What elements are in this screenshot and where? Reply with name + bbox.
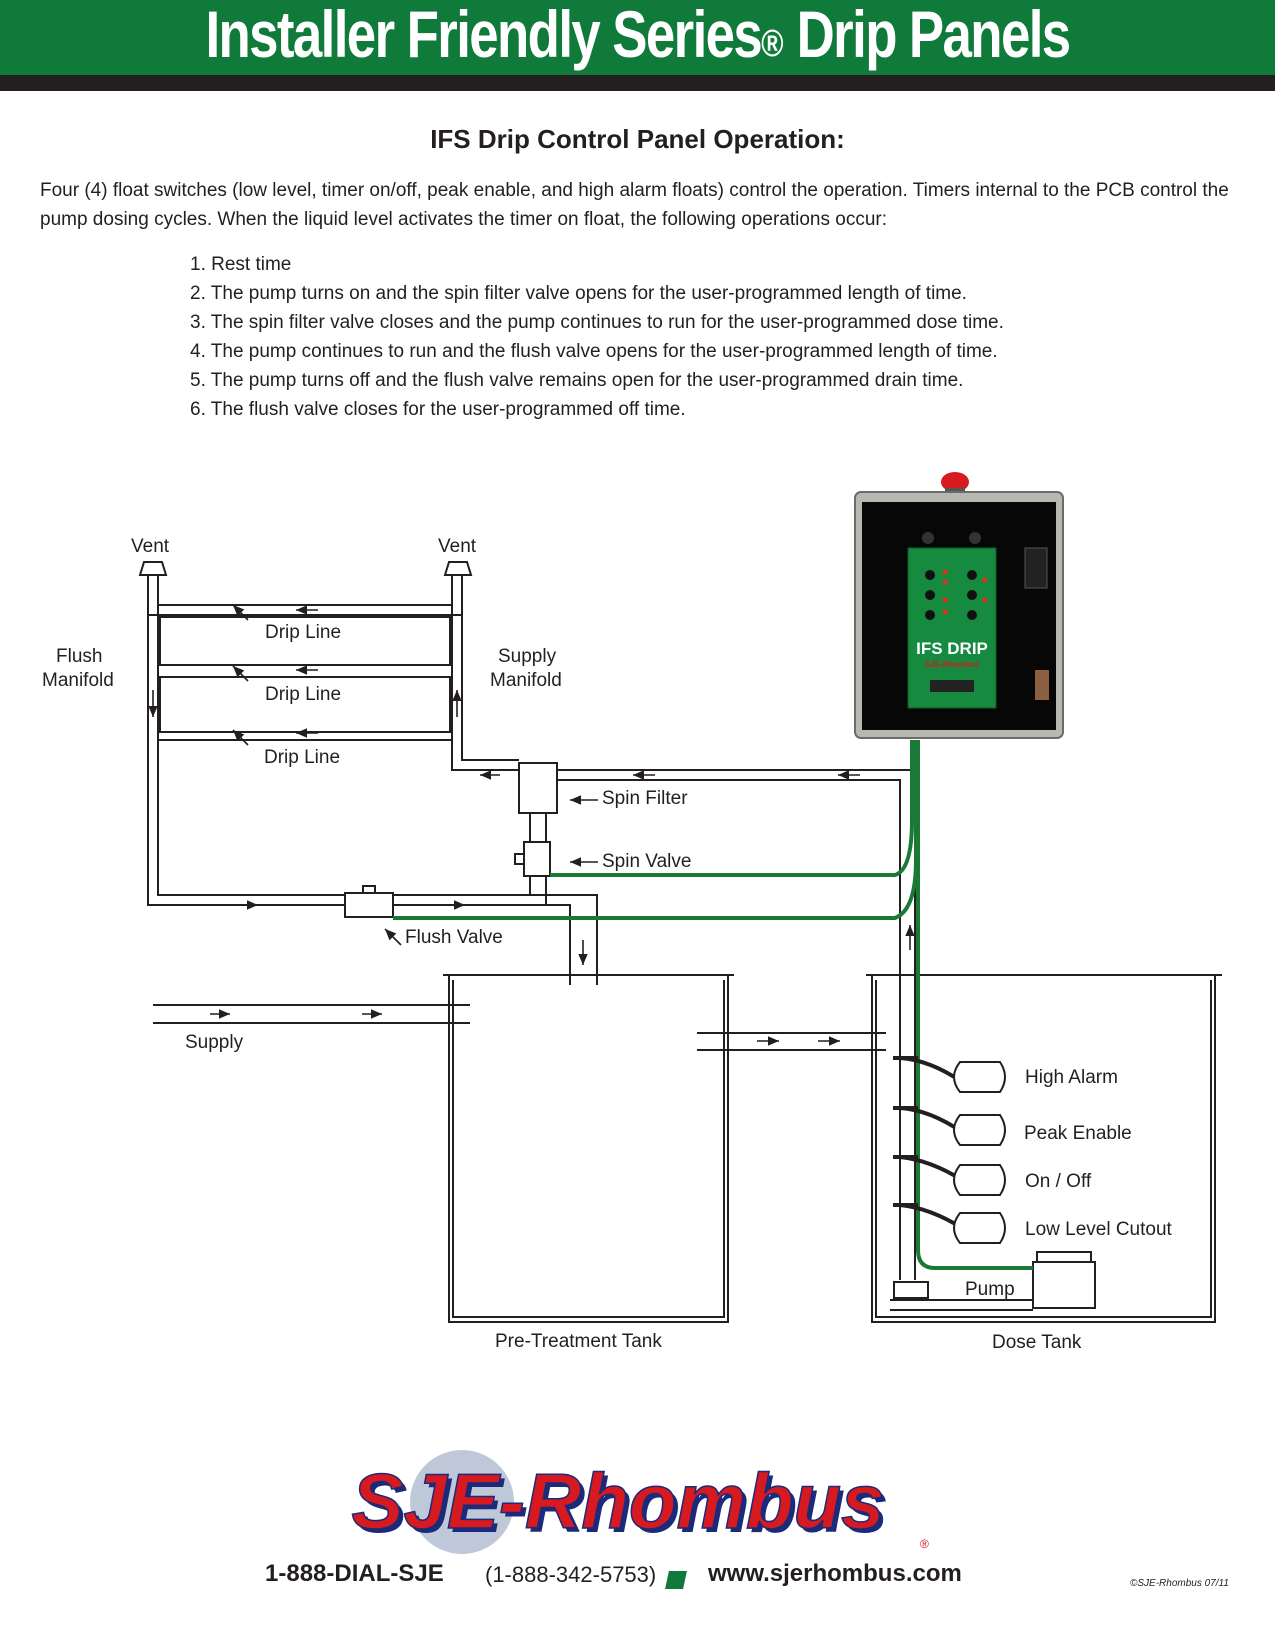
label-drip-line-1: Drip Line	[265, 622, 341, 643]
phone-number-alt: (1-888-342-5753)	[485, 1562, 657, 1587]
label-low-level-cutout: Low Level Cutout	[1025, 1219, 1173, 1240]
title-end: Drip Panels	[783, 0, 1072, 71]
vent-right-icon	[443, 561, 473, 576]
registered-mark: ®	[761, 23, 784, 65]
flush-valve	[344, 892, 394, 918]
title-text: Installer Friendly Series	[205, 0, 762, 71]
float-switches	[893, 1056, 1006, 1244]
separator-square-icon	[665, 1571, 687, 1589]
float-wire-bundle	[916, 740, 1033, 1270]
header-banner: Installer Friendly Series® Drip Panels	[0, 0, 1275, 75]
supply-manifold-pipe	[451, 575, 519, 771]
label-pump: Pump	[965, 1279, 1015, 1300]
drip-line-1	[159, 616, 451, 666]
system-diagram: IFS DRIP SJE-Rhombus Vent Vent Flush Man…	[42, 472, 1222, 1353]
label-drip-line-2: Drip Line	[265, 684, 341, 705]
label-supply-manifold-1: Supply	[498, 646, 557, 667]
dose-tank	[866, 974, 1222, 1323]
section-title: IFS Drip Control Panel Operation:	[430, 124, 845, 154]
vent-left-icon	[138, 561, 168, 576]
label-dose-tank: Dose Tank	[992, 1332, 1082, 1353]
header-rule	[0, 75, 1275, 91]
supply-pipe	[153, 1004, 470, 1024]
label-drip-line-3: Drip Line	[264, 747, 340, 768]
alarm-beacon-icon	[941, 472, 969, 492]
pre-treatment-tank	[443, 974, 734, 1323]
float-peak-enable-icon	[893, 1106, 1006, 1146]
operation-steps: 1. Rest time 2. The pump turns on and th…	[190, 250, 1004, 424]
label-spin-filter: Spin Filter	[602, 788, 688, 809]
spin-valve	[523, 841, 551, 877]
logo-registered: ®	[920, 1537, 929, 1551]
supply-line-pipe	[557, 769, 916, 1280]
label-supply-manifold-2: Manifold	[490, 670, 562, 691]
panel-brand: IFS DRIP	[916, 639, 988, 658]
drip-line-2	[159, 676, 451, 733]
logo-graphic: SJE-Rhombus SJE-Rhombus ®	[351, 1450, 929, 1554]
step-item: 3. The spin filter valve closes and the …	[190, 312, 1004, 333]
step-item: 5. The pump turns off and the flush valv…	[190, 370, 964, 391]
label-flush-manifold-2: Manifold	[42, 670, 114, 691]
label-spin-valve: Spin Valve	[602, 851, 691, 872]
label-vent-right: Vent	[438, 536, 477, 557]
company-logo: SJE-Rhombus SJE-Rhombus ®	[300, 1440, 940, 1560]
label-pre-treatment-tank: Pre-Treatment Tank	[495, 1331, 662, 1352]
pump-icon	[1032, 1261, 1096, 1309]
spin-valve-wire	[550, 740, 914, 877]
logo-text: SJE-Rhombus	[351, 1457, 884, 1545]
float-low-level-icon	[893, 1203, 1006, 1244]
top-header-pipe	[148, 604, 462, 616]
label-flush-valve: Flush Valve	[405, 927, 503, 948]
label-flush-manifold-1: Flush	[56, 646, 102, 667]
website-link[interactable]: www.sjerhombus.com	[708, 1560, 962, 1587]
step-item: 1. Rest time	[190, 254, 292, 275]
page-title: Installer Friendly Series® Drip Panels	[128, 0, 1148, 74]
flush-valve-wire	[393, 740, 918, 920]
intro-paragraph: Four (4) float switches (low level, time…	[40, 180, 1229, 230]
spin-filter	[518, 762, 558, 814]
label-high-alarm: High Alarm	[1025, 1067, 1118, 1088]
step-item: 4. The pump continues to run and the flu…	[190, 341, 998, 362]
float-high-alarm-icon	[893, 1056, 1006, 1093]
step-item: 6. The flush valve closes for the user-p…	[190, 399, 686, 420]
flush-manifold-pipe	[147, 575, 345, 906]
panel-maker: SJE-Rhombus	[925, 660, 980, 669]
step-item: 2. The pump turns on and the spin filter…	[190, 283, 967, 304]
logo-shadow: SJE-Rhombus	[355, 1461, 888, 1549]
label-vent-left: Vent	[131, 536, 170, 557]
label-on-off: On / Off	[1025, 1171, 1092, 1192]
label-peak-enable: Peak Enable	[1024, 1123, 1132, 1144]
copyright: ©SJE-Rhombus 07/11	[1130, 1578, 1229, 1589]
transfer-pipe	[697, 1032, 886, 1051]
control-panel: IFS DRIP SJE-Rhombus	[854, 472, 1064, 739]
phone-number[interactable]: 1-888-DIAL-SJE	[265, 1560, 444, 1587]
label-supply: Supply	[185, 1032, 244, 1053]
float-on-off-icon	[893, 1155, 1006, 1196]
